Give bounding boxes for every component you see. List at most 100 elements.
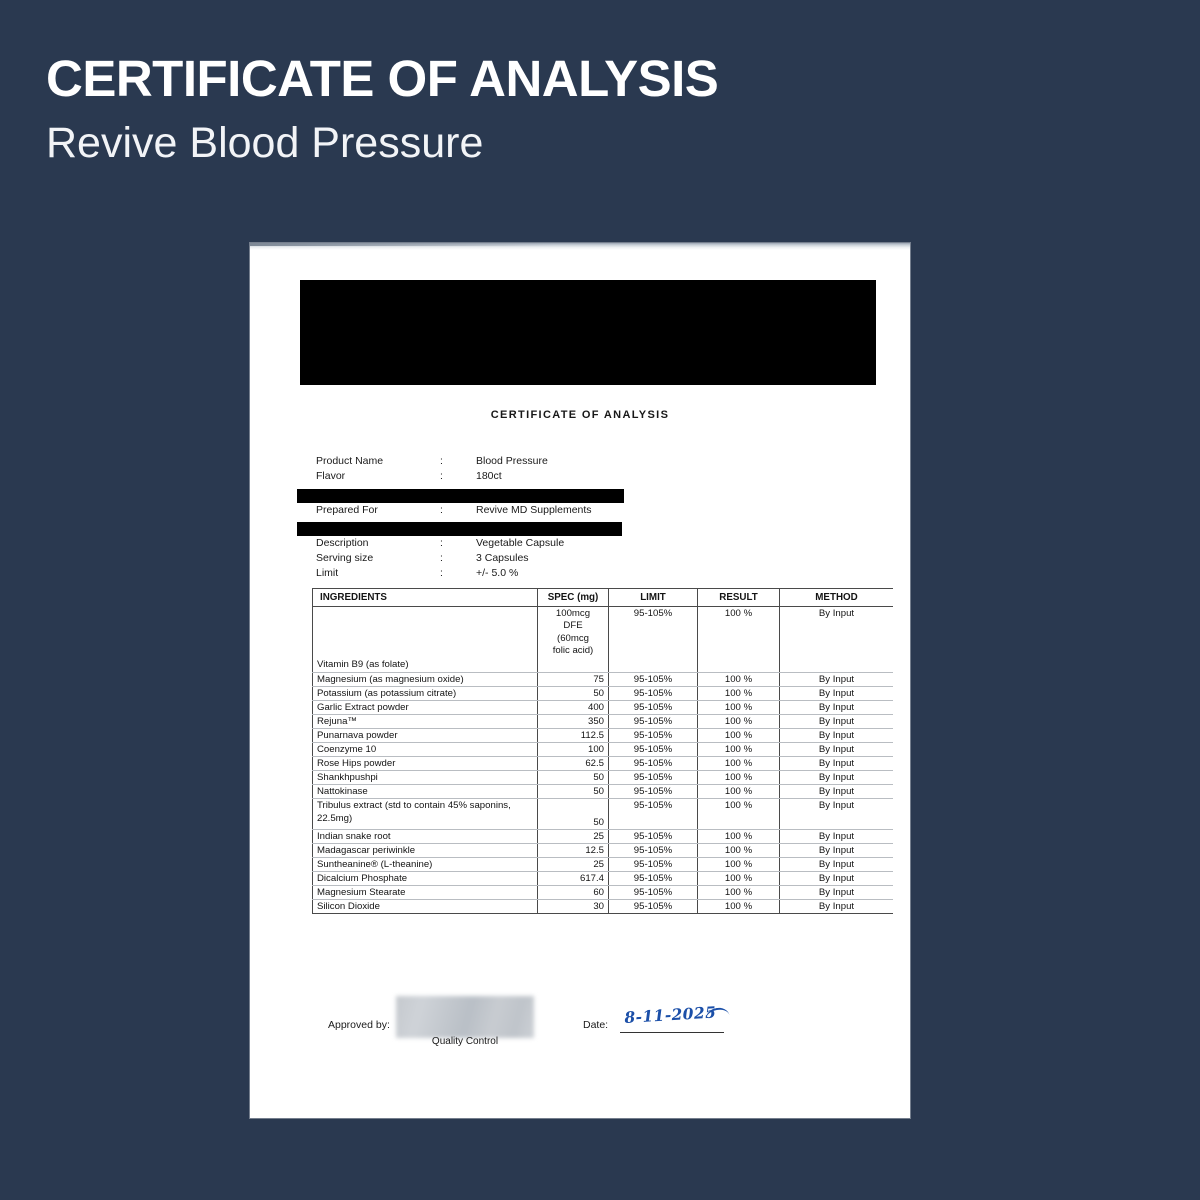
cell-ingredient: Potassium (as potassium citrate) [312,686,538,701]
ingredients-table: INGREDIENTS SPEC (mg) LIMIT RESULT METHO… [312,588,893,914]
cell-method: By Input [779,756,893,771]
info-label: Product Name [316,455,384,467]
date-underline [620,1032,724,1033]
cell-spec: 112.5 [537,728,609,743]
cell-method: By Input [779,829,893,844]
info-value: 180ct [476,470,502,483]
info-row-product-name: Product Name : Blood Pressure [316,454,736,469]
cell-method: By Input [779,843,893,858]
info-label: Flavor [316,470,346,483]
cell-method: By Input [779,714,893,729]
table-row: Punarnava powder 112.5 95-105% 100 % By … [312,728,893,743]
info-colon: : [440,455,443,467]
cell-spec: 62.5 [537,756,609,771]
table-row: Garlic Extract powder 400 95-105% 100 % … [312,700,893,715]
cell-method: By Input [779,742,893,757]
cell-limit: 95-105% [608,871,698,886]
cell-method: By Input [779,606,893,673]
cell-result: 100 % [697,728,780,743]
cell-spec: 617.4 [537,871,609,886]
cell-spec: 50 [537,784,609,799]
cell-limit: 95-105% [608,714,698,729]
cell-ingredient: Punarnava powder [312,728,538,743]
signature-footer: Approved by: Quality Control Date: 8-11-… [250,988,910,1058]
cell-spec: 50 [537,798,609,830]
info-label: Description [316,536,369,549]
table-row: Coenzyme 10 100 95-105% 100 % By Input [312,742,893,757]
cell-limit: 95-105% [608,784,698,799]
cell-ingredient: Nattokinase [312,784,538,799]
cell-ingredient: Madagascar periwinkle [312,843,538,858]
cell-limit: 95-105% [608,606,698,673]
table-header-row: INGREDIENTS SPEC (mg) LIMIT RESULT METHO… [312,588,893,607]
cell-result: 100 % [697,770,780,785]
cell-limit: 95-105% [608,899,698,914]
cell-result: 100 % [697,784,780,799]
table-row: Vitamin B9 (as folate) 100mcg DFE (60mcg… [312,606,893,673]
company-logo-redaction [300,280,876,385]
cell-result: 100 % [697,742,780,757]
cell-ingredient: Magnesium Stearate [312,885,538,900]
column-header-limit: LIMIT [608,588,698,607]
info-colon: : [440,536,443,549]
table-row: Magnesium (as magnesium oxide) 75 95-105… [312,672,893,687]
cell-limit: 95-105% [608,672,698,687]
cell-result: 100 % [697,686,780,701]
cell-spec: 50 [537,686,609,701]
cell-method: By Input [779,686,893,701]
document-title: CERTIFICATE OF ANALYSIS [490,409,670,421]
handwritten-date-value: 8-11-2025 [623,1002,717,1027]
cell-spec: 100 [537,742,609,757]
spec-line: 100mcg [555,608,591,619]
cell-result: 100 % [697,885,780,900]
cell-spec: 25 [537,829,609,844]
cell-method: By Input [779,770,893,785]
cell-result: 100 % [697,857,780,872]
spec-line: (60mcg [557,632,589,644]
column-header-spec: SPEC (mg) [537,588,609,607]
table-row: Madagascar periwinkle 12.5 95-105% 100 %… [312,843,893,858]
table-row: Silicon Dioxide 30 95-105% 100 % By Inpu… [312,899,893,914]
cell-result: 100 % [697,899,780,914]
info-colon: : [440,567,443,580]
cell-limit: 95-105% [608,798,698,830]
info-colon: : [440,503,443,516]
cell-ingredient: Rejuna™ [312,714,538,729]
info-row-description: Description : Vegetable Capsule [316,536,736,551]
cell-result: 100 % [697,871,780,886]
cell-spec: 75 [537,672,609,687]
cell-spec: 350 [537,714,609,729]
table-row: Nattokinase 50 95-105% 100 % By Input [312,784,893,799]
cell-ingredient: Suntheanine® (L-theanine) [312,857,538,872]
cell-result: 100 % [697,714,780,729]
cell-result: 100 % [697,829,780,844]
cell-method: By Input [779,672,893,687]
page-banner: CERTIFICATE OF ANALYSIS Revive Blood Pre… [46,52,1046,167]
cell-limit: 95-105% [608,756,698,771]
info-row-serving-size: Serving size : 3 Capsules [316,551,736,566]
table-row: Potassium (as potassium citrate) 50 95-1… [312,686,893,701]
info-value: Revive MD Supplements [476,503,592,516]
ingredients-table-body: Vitamin B9 (as folate) 100mcg DFE (60mcg… [312,606,893,914]
cell-limit: 95-105% [608,829,698,844]
spec-line: DFE [563,620,583,632]
cell-limit: 95-105% [608,770,698,785]
cell-ingredient: Rose Hips powder [312,756,538,771]
info-label: Prepared For [316,503,378,516]
table-row: Rose Hips powder 62.5 95-105% 100 % By I… [312,756,893,771]
table-row: Rejuna™ 350 95-105% 100 % By Input [312,714,893,729]
cell-result: 100 % [697,843,780,858]
cell-spec: 100mcg DFE (60mcg folic acid) [537,606,609,673]
info-value: 3 Capsules [476,552,529,565]
cell-method: By Input [779,728,893,743]
cell-method: By Input [779,871,893,886]
column-header-method: METHOD [779,588,893,607]
info-value: Blood Pressure [476,455,548,467]
address-line-redaction-1 [297,489,624,503]
cell-result: 100 % [697,672,780,687]
info-label: Serving size [316,552,374,565]
table-row: Indian snake root 25 95-105% 100 % By In… [312,829,893,844]
table-row: Magnesium Stearate 60 95-105% 100 % By I… [312,885,893,900]
cell-spec: 25 [537,857,609,872]
info-label: Limit [316,567,339,580]
